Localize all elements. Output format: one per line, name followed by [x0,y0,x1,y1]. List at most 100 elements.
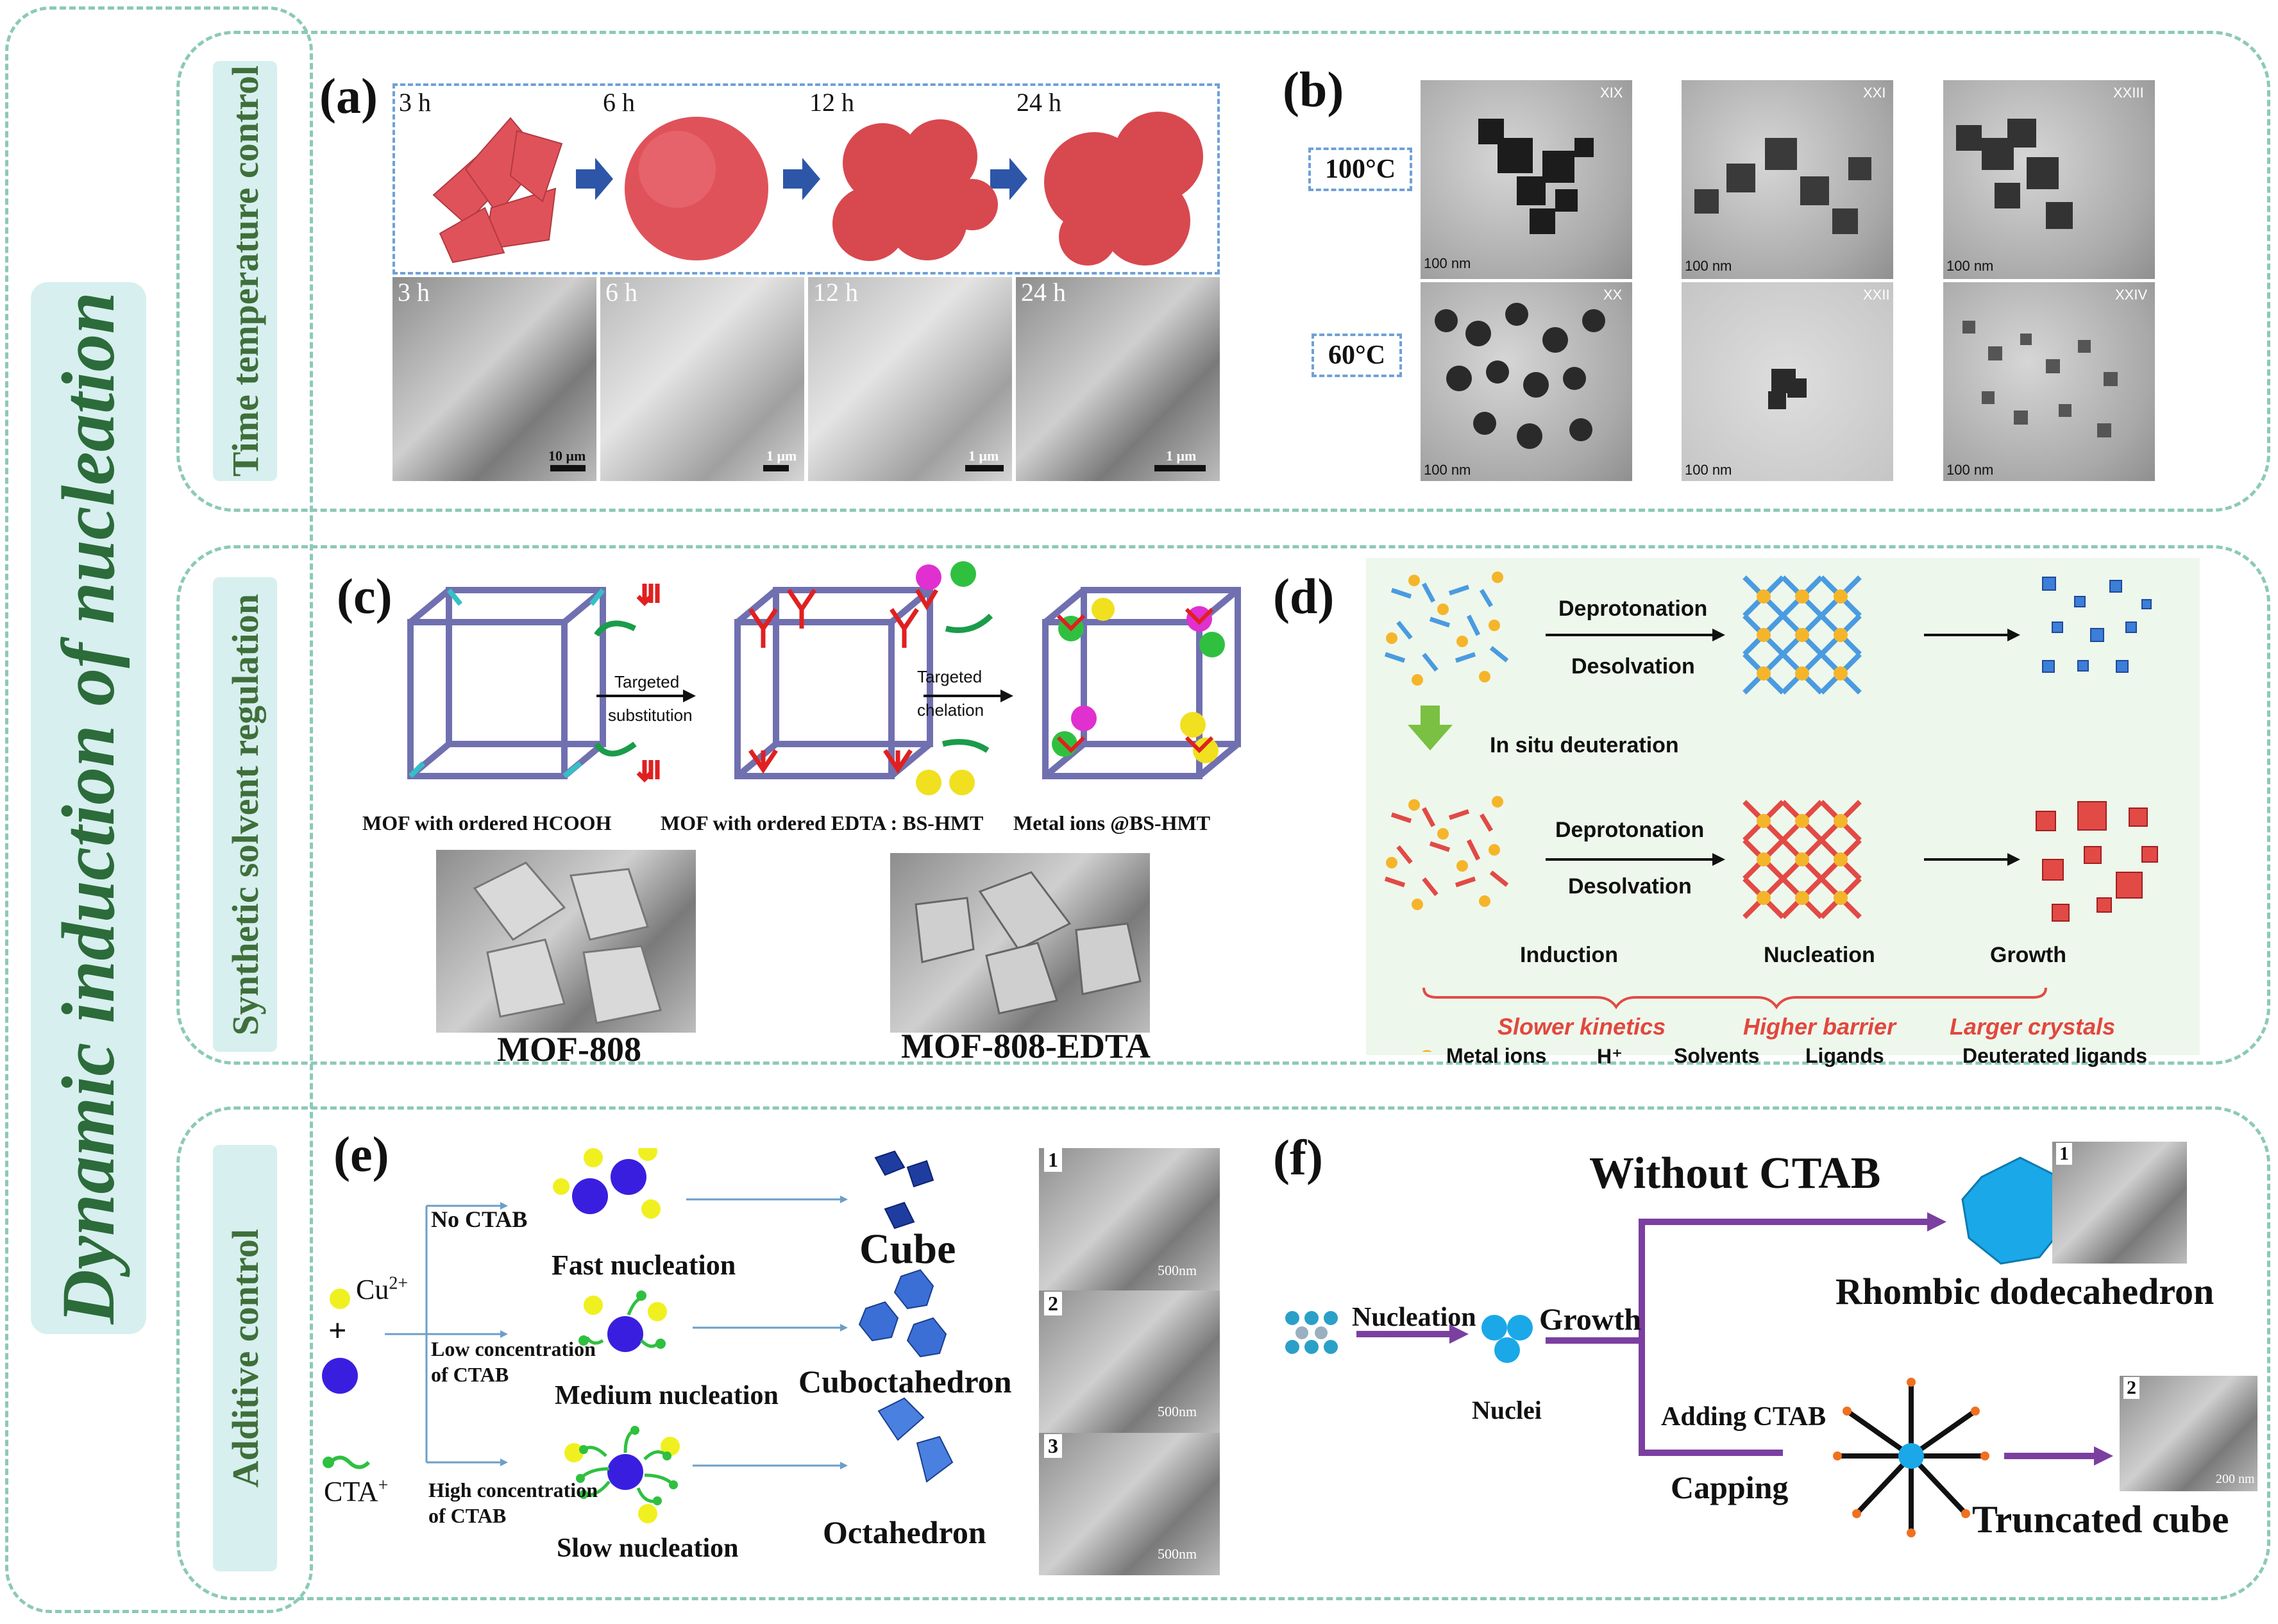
d-deuteration: In situ deuteration [1490,733,1679,757]
d-stage-nucleation: Nucleation [1764,943,1875,967]
e-sem-num-1: 1 [1044,1148,1062,1172]
scalebar-3h [550,465,586,471]
panel-label-c: (c) [337,568,392,624]
tem-scale-5: 100 nm [1685,462,1732,478]
main-title-pill: Dynamic induction of nucleation [31,282,146,1334]
e-plus: + [328,1312,347,1348]
d-deprot-1: Deprotonation [1558,596,1708,621]
d-crystals-blue [2042,577,2152,673]
temp-60: 60°C [1312,334,1403,377]
panel-f-diagram [1285,1156,2179,1537]
time-label-24h-top: 24 h [1017,88,1061,117]
f-growth: Growth [1539,1303,1642,1337]
cube-metal [1042,587,1241,779]
e-medium: Medium nucleation [555,1381,779,1410]
e-cu-text: Cu [356,1274,389,1305]
panel-a-renders-svg [432,112,1203,266]
scale-6h: 1 μm [766,448,797,464]
panel-c-cubes [407,561,1241,795]
deuteration-arrow [1408,706,1453,750]
d-stage-induction: Induction [1520,943,1618,967]
e-sem-num-2: 2 [1044,1292,1062,1315]
f-adding: Adding CTAB [1661,1402,1827,1432]
e-high-1: High concentration [428,1478,598,1501]
d-lattice-blue [1742,575,1862,695]
d-lattice-red [1742,800,1862,919]
panel-e-diagram [322,1148,954,1523]
section-frame-solvent [176,545,2270,1065]
tem-xix [1421,80,1632,279]
panel-label-e: (e) [333,1126,389,1182]
rhombic-dodecahedron-shape [1961,1156,2066,1265]
time-label-3h-top: 3 h [399,88,431,117]
e-fast: Fast nucleation [552,1249,736,1281]
panel-d-bg [1366,558,2200,1055]
panel-label-f: (f) [1273,1129,1323,1185]
arrow-c1-line2: substitution [608,706,693,725]
scalebar-24h [1154,465,1206,471]
f-sem-num-2: 2 [2123,1377,2139,1399]
f-truncated: Truncated cube [1972,1498,2229,1541]
scale-12h: 1 μm [968,448,999,464]
panel-label-a: (a) [319,68,378,124]
e-low-1: Low concentration [431,1337,596,1360]
arrow-c1-line1: Targeted [614,672,680,691]
tem-code-xxii: XXII [1863,287,1890,303]
e-cu: Cu2+ [356,1273,408,1306]
tem-scale-4: 100 nm [1424,462,1471,478]
f-without: Without CTAB [1589,1149,1881,1198]
arrow-a2 [783,158,820,200]
render-12h [832,119,998,261]
d-stage-growth: Growth [1990,943,2066,967]
e-cubocta: Cuboctahedron [798,1364,1012,1400]
panel-label-b: (b) [1283,62,1344,117]
mof1-label: MOF with ordered HCOOH [362,811,612,834]
e-high-2: of CTAB [428,1504,507,1527]
e-no-ctab: No CTAB [431,1206,528,1232]
panel-d-diagram [1384,571,2158,1052]
panel-label-d: (d) [1273,568,1335,624]
d-effect-larger: Larger crystals [1950,1013,2116,1040]
additive-label: Additive control [224,1228,266,1488]
d-desolv-1: Desolvation [1571,654,1695,679]
d-effect-higher: Higher barrier [1743,1013,1896,1040]
f-capping: Capping [1671,1469,1789,1505]
f-rhombic: Rhombic dodecahedron [1835,1271,2215,1312]
f-nucleation: Nucleation [1352,1303,1476,1332]
f-sem-2 [2120,1376,2257,1491]
sem-12h [808,277,1012,481]
scale-3h: 10 μm [548,448,586,464]
e-low-2: of CTAB [431,1363,509,1386]
tem-xxiii [1943,80,2155,279]
render-24h [1044,112,1203,266]
outer-left-frame [5,6,313,1613]
mof2-label: MOF with ordered EDTA : BS-HMT [661,811,984,834]
time-temp-label: Time temperature control [224,65,266,477]
time-label-12h-top: 12 h [809,88,854,117]
d-desolv-2: Desolvation [1568,874,1692,899]
e-slow: Slow nucleation [557,1534,739,1563]
sem-3h [392,277,596,481]
e-cu-sup: 2+ [389,1273,409,1294]
main-title: Dynamic induction of nucleation [46,292,130,1324]
tem-xxi [1682,80,1893,279]
e-cta-text: CTA [324,1476,378,1507]
sem-mof808-edta-label: MOF-808-EDTA [901,1027,1151,1065]
arrow-a1 [576,158,613,200]
e-cube: Cube [859,1226,956,1273]
d-legend-solvents: Solvents [1674,1044,1760,1067]
arrow-a3 [990,158,1027,200]
d-legend-ligands: Ligands [1805,1044,1884,1067]
time-label-6h-top: 6 h [603,88,635,117]
tem-scale-6: 100 nm [1946,462,1994,478]
time-label-3h-sem: 3 h [398,278,430,307]
temp-100: 100°C [1308,148,1413,191]
tem-scale-3: 100 nm [1946,258,1994,274]
tem-scale-2: 100 nm [1685,258,1732,274]
sem-24h [1016,277,1220,481]
render-3h [432,117,563,264]
tem-xxii [1682,282,1893,481]
mof3-label: Metal ions @BS-HMT [1013,811,1211,834]
arrow-c2-line1: Targeted [917,667,983,686]
panel-a-render-row [395,86,1217,272]
